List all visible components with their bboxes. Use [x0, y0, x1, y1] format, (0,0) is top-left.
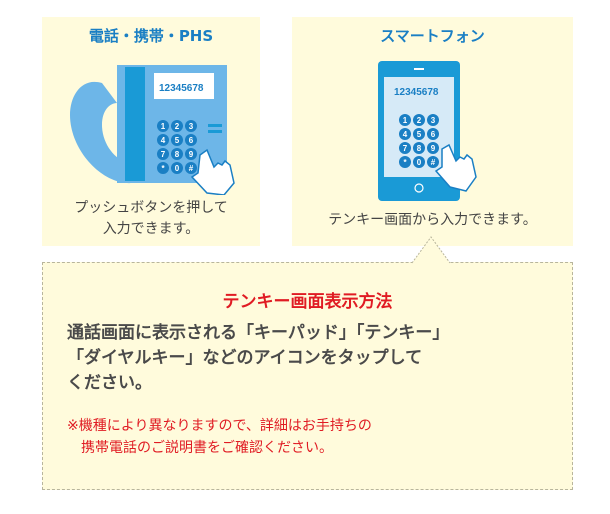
keypad-display-info-box: テンキー画面表示方法 通話画面に表示される「キーパッド」「テンキー」 「ダイヤル… [42, 262, 573, 490]
smartphone-display: 12345678 [394, 87, 439, 98]
svg-text:6: 6 [431, 130, 436, 139]
info-note-line2: 携帯電話のご説明書をご確認ください。 [81, 440, 333, 456]
svg-text:9: 9 [431, 144, 436, 153]
info-body-line3: ください。 [67, 373, 152, 393]
info-body-line1: 通話画面に表示される「キーパッド」「テンキー」 [67, 323, 450, 343]
svg-text:7: 7 [403, 144, 408, 153]
svg-text:7: 7 [161, 150, 166, 159]
svg-text:0: 0 [175, 164, 180, 173]
svg-text:5: 5 [417, 130, 422, 139]
svg-text:6: 6 [189, 136, 194, 145]
svg-text:*: * [161, 164, 165, 173]
svg-text:2: 2 [417, 116, 422, 125]
landline-title: 電話・携帯・PHS [88, 27, 214, 45]
smartphone-title: スマートフォン [380, 27, 485, 45]
info-title: テンキー画面表示方法 [222, 292, 393, 312]
info-note: ※機種により異なりますので、詳細はお手持ちの 携帯電話のご説明書をご確認ください… [67, 415, 552, 459]
svg-text:4: 4 [161, 136, 166, 145]
info-body-line2: 「ダイヤルキー」などのアイコンをタップして [67, 348, 423, 368]
info-body: 通話画面に表示される「キーパッド」「テンキー」 「ダイヤルキー」などのアイコンを… [67, 321, 552, 396]
svg-text:4: 4 [403, 130, 408, 139]
svg-text:1: 1 [403, 116, 408, 125]
landline-display: 12345678 [159, 83, 204, 94]
svg-text:3: 3 [431, 116, 436, 125]
landline-caption: プッシュボタンを押して 入力できます。 [42, 198, 260, 240]
svg-text:3: 3 [189, 122, 194, 131]
svg-text:#: # [189, 164, 194, 173]
svg-text:5: 5 [175, 136, 180, 145]
smartphone-caption: テンキー画面から入力できます。 [328, 212, 537, 228]
svg-text:1: 1 [161, 122, 166, 131]
svg-text:*: * [403, 158, 407, 167]
svg-text:0: 0 [417, 158, 422, 167]
landline-caption-line1: プッシュボタンを押して [74, 200, 228, 216]
svg-text:8: 8 [175, 150, 180, 159]
landline-caption-line2: 入力できます。 [102, 221, 200, 237]
svg-text:2: 2 [175, 122, 180, 131]
speech-bubble-pointer [412, 236, 450, 264]
svg-text:8: 8 [417, 144, 422, 153]
info-note-line1: ※機種により異なりますので、詳細はお手持ちの [67, 418, 372, 434]
svg-text:9: 9 [189, 150, 194, 159]
svg-text:#: # [431, 158, 436, 167]
